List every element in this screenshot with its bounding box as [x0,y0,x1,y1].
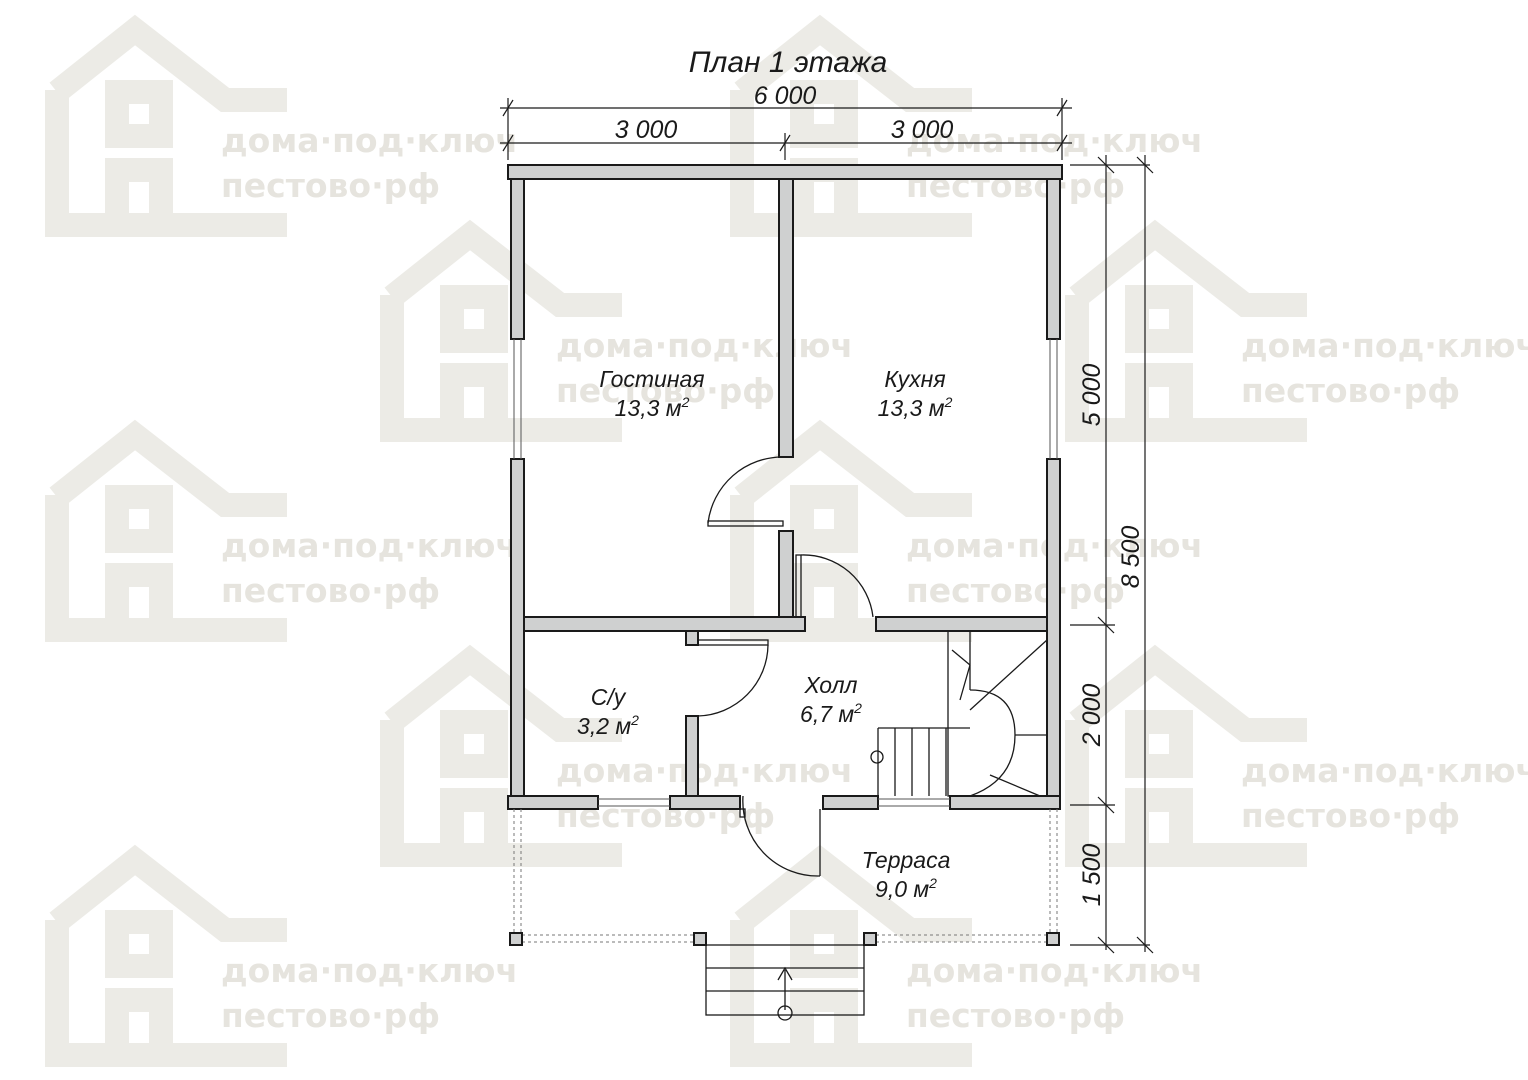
room-kitchen-area: 13,3 м2 [878,394,953,421]
watermark-line2: пестово·рф [1241,371,1460,410]
dim-main-rooms-depth: 5 000 [1078,364,1106,427]
right-dimensions: 5 000 2 000 1 500 8 500 [1070,155,1154,954]
watermark-tile: дома·под·ключ пестово·рф [380,219,853,442]
plan-title: План 1 этажа [689,46,888,79]
watermark-tile: дома·под·ключ пестово·рф [45,419,518,642]
watermark-tile: дома·под·ключ пестово·рф [1065,644,1528,867]
dim-hall-depth: 2 000 [1078,684,1106,748]
watermark-line1: дома·под·ключ [906,121,1203,160]
watermark-tile: дома·под·ключ пестово·рф [45,14,518,237]
watermark-line1: дома·под·ключ [221,526,518,565]
top-dimensions: 6 000 3 000 3 000 [500,82,1072,160]
room-labels: Гостиная 13,3 м2 Кухня 13,3 м2 С/у 3,2 м… [577,366,953,902]
watermark-line1: дома·под·ключ [221,951,518,990]
house-logo-icon [1065,644,1307,867]
house-logo-icon [380,219,622,442]
room-bathroom-area: 3,2 м2 [577,712,639,739]
dim-right-width: 3 000 [891,116,954,144]
room-hall-name: Холл [803,672,857,698]
room-kitchen-name: Кухня [884,366,945,392]
staircase [870,630,1048,797]
watermark-tile: дома·под·ключ пестово·рф [45,844,518,1067]
watermark-line2: пестово·рф [556,371,775,410]
room-bathroom-name: С/у [591,684,627,710]
house-logo-icon [45,844,287,1067]
house-logo-icon [730,844,972,1067]
doors [697,456,874,877]
house-logo-icon [730,14,972,237]
watermark-line2: пестово·рф [1241,796,1460,835]
house-logo-icon [45,14,287,237]
dim-left-width: 3 000 [615,116,678,144]
walls [507,164,1063,810]
room-living-name: Гостиная [599,366,704,392]
watermark-tile: дома·под·ключ пестово·рф [1065,219,1528,442]
terrace [509,809,1060,946]
watermark-line1: дома·под·ключ [906,951,1203,990]
watermark-line2: пестово·рф [221,996,440,1035]
watermark-line1: дома·под·ключ [1241,326,1528,365]
room-terrace-area: 9,0 м2 [875,875,937,902]
watermark-tile: дома·под·ключ пестово·рф [730,844,1203,1067]
watermark-line2: пестово·рф [221,166,440,205]
dim-overall-width: 6 000 [754,82,817,110]
room-terrace-name: Терраса [862,847,951,873]
dim-overall-depth: 8 500 [1117,526,1145,589]
dim-terrace-depth: 1 500 [1078,844,1106,907]
house-logo-icon [45,419,287,642]
room-hall-area: 6,7 м2 [800,700,862,727]
watermark-line2: пестово·рф [906,996,1125,1035]
house-logo-icon [1065,219,1307,442]
room-living-area: 13,3 м2 [615,394,690,421]
watermark-layer: дома·под·ключ пестово·рф дома·под·ключ пест… [45,14,1528,1067]
entrance-steps [705,944,865,1021]
watermark-line2: пестово·рф [221,571,440,610]
watermark-line1: дома·под·ключ [1241,751,1528,790]
watermark-line1: дома·под·ключ [556,326,853,365]
windows [513,339,1058,807]
watermark-line2: пестово·рф [906,571,1125,610]
watermark-line1: дома·под·ключ [221,121,518,160]
watermark-line1: дома·под·ключ [556,751,853,790]
